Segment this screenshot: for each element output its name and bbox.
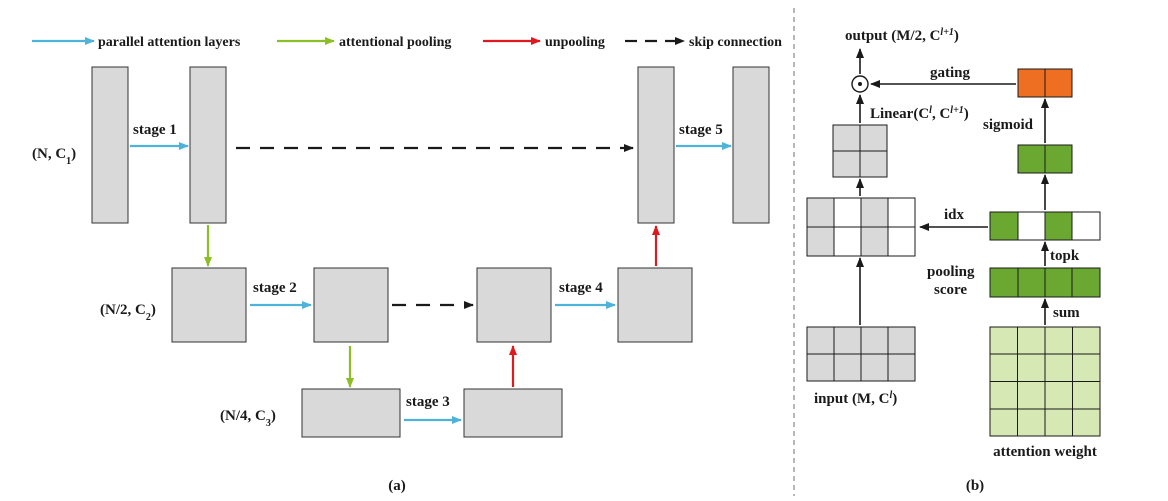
block-l2-c [476,267,552,343]
sigmoid-cell-1 [1017,144,1046,174]
label-stage5: stage 5 [679,122,723,138]
legend: parallel attention layers attentional po… [32,35,782,50]
block-l1-a [91,66,129,224]
label-attention-weight: attention weight [993,444,1097,460]
gathered-feature-block [806,197,916,257]
label-level3: (N/4, C3) [220,408,276,429]
attention-weight-grid [989,326,1101,437]
pooling-score-block [989,267,1101,298]
block-l2-b [313,267,389,343]
label-stage1: stage 1 [133,122,177,138]
input-feature-block [806,326,916,382]
topk-selection-block [989,211,1101,241]
legend-skip-label: skip connection [689,35,782,50]
label-stage2: stage 2 [253,280,297,296]
gate-cell-2 [1044,68,1073,98]
block-l1-d [732,66,770,224]
label-output: output (M/2, Cl+1) [845,27,959,45]
gate-cell-1 [1017,68,1046,98]
legend-unpooling-label: unpooling [545,35,605,50]
gating-multiply-dot [858,82,862,86]
label-level1: (N, C1) [32,146,76,167]
label-sum: sum [1053,305,1080,321]
label-gating: gating [930,65,971,81]
panel-b: output (M/2, Cl+1) gating Linear(Cl, Cl+… [806,27,1101,494]
linear-output-block [832,124,888,178]
label-input: input (M, Cl) [814,390,897,408]
legend-pooling-label: attentional pooling [339,35,451,50]
sigmoid-cell-2 [1044,144,1073,174]
label-sigmoid: sigmoid [983,117,1034,133]
panel-a: (N, C1) stage 1 stage 5 (N/2, C2) stage … [32,66,770,494]
label-stage4: stage 4 [559,280,603,296]
label-pooling-score-2: score [934,282,967,298]
label-stage3: stage 3 [406,394,450,410]
block-l1-c [637,66,675,224]
block-l3-a [301,388,401,438]
legend-parallel-label: parallel attention layers [98,35,241,50]
block-l2-a [171,267,247,343]
block-l1-b [189,66,227,224]
label-idx: idx [944,207,965,223]
caption-b: (b) [966,478,984,494]
label-topk: topk [1050,248,1080,264]
label-pooling-score-1: pooling [927,264,975,280]
caption-a: (a) [388,478,406,494]
block-l2-d [617,267,693,343]
label-linear: Linear(Cl, Cl+1) [870,105,969,123]
label-level2: (N/2, C2) [100,302,156,323]
block-l3-b [463,388,563,438]
